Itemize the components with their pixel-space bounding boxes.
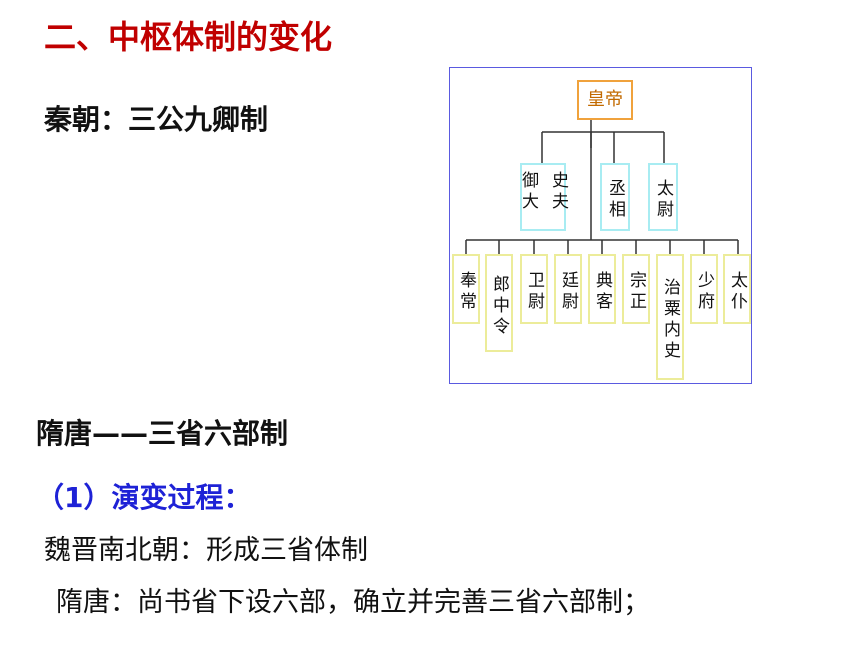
slide-title: 二、中枢体制的变化 <box>44 18 333 56</box>
yushi-col1: 御大 <box>518 171 538 213</box>
qing-label: 宗正 <box>626 271 646 313</box>
process-heading: （1）演变过程： <box>36 481 252 514</box>
org-chart: 皇帝 史夫 御大 丞相 太尉 奉常 郎中令 卫尉 廷尉 典客 <box>449 67 752 384</box>
qing-label: 郎中令 <box>489 274 509 338</box>
qing-label: 卫尉 <box>524 271 544 313</box>
chengxiang-node: 丞相 <box>600 163 630 231</box>
qing-label: 典客 <box>592 271 612 313</box>
emperor-node: 皇帝 <box>577 80 633 120</box>
qin-heading: 秦朝：三公九卿制 <box>44 103 269 136</box>
yushi-col2: 史夫 <box>548 171 568 213</box>
qing-node-dianke: 典客 <box>588 254 616 324</box>
taiwei-label: 太尉 <box>653 179 673 221</box>
process-line-2: 隋唐：尚书省下设六部，确立并完善三省六部制； <box>56 587 650 618</box>
emperor-label: 皇帝 <box>587 89 623 110</box>
org-chart-connectors <box>465 120 739 254</box>
suitang-heading: 隋唐——三省六部制 <box>36 417 289 450</box>
qing-node-taipu: 太仆 <box>723 254 751 324</box>
qing-label: 少府 <box>694 271 714 313</box>
qing-node-fengchang: 奉常 <box>452 254 480 324</box>
qing-label: 太仆 <box>727 271 747 313</box>
qing-node-zongzheng: 宗正 <box>622 254 650 324</box>
qing-label: 治粟内史 <box>660 278 680 362</box>
yushi-dafu-node: 史夫 御大 <box>518 163 568 231</box>
qing-node-weiwei: 卫尉 <box>520 254 548 324</box>
taiwei-node: 太尉 <box>648 163 678 231</box>
qing-label: 奉常 <box>456 271 476 313</box>
qing-node-shaofu: 少府 <box>690 254 718 324</box>
qing-node-tingwei: 廷尉 <box>554 254 582 324</box>
qing-node-zhisuneishi: 治粟内史 <box>656 254 684 380</box>
qing-node-langzhongling: 郎中令 <box>485 254 513 352</box>
chengxiang-label: 丞相 <box>605 179 625 221</box>
qing-label: 廷尉 <box>558 271 578 313</box>
process-line-1: 魏晋南北朝：形成三省体制 <box>44 535 368 566</box>
